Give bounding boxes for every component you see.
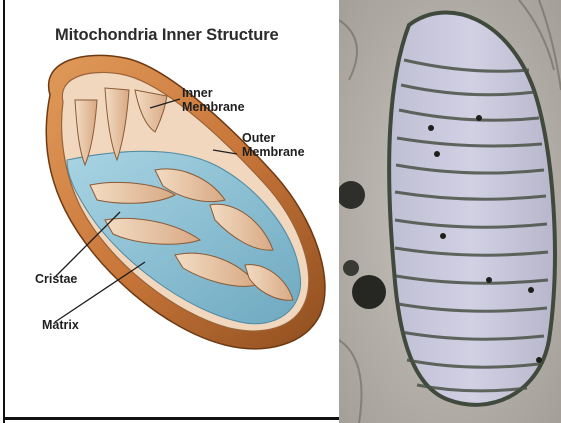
electron-micrograph-image: [339, 0, 561, 423]
mitochondria-illustration-panel: Mitochondria Inner Structure Inner Membr…: [5, 0, 338, 417]
label-cristae: Cristae: [35, 272, 77, 286]
dense-granule: [343, 260, 359, 276]
label-outer-membrane-line2: Membrane: [242, 145, 305, 159]
illustration-title: Mitochondria Inner Structure: [55, 26, 279, 45]
label-matrix: Matrix: [42, 318, 79, 332]
frame-border-bottom: [3, 417, 339, 420]
electron-micrograph-panel: [339, 0, 561, 423]
label-inner-membrane-line1: Inner: [182, 86, 245, 100]
mitochondrion-cutaway-illustration: [5, 0, 338, 417]
label-outer-membrane-line1: Outer: [242, 131, 305, 145]
dense-granule: [352, 275, 386, 309]
label-inner-membrane-line2: Membrane: [182, 100, 245, 114]
label-inner-membrane: Inner Membrane: [182, 86, 245, 114]
label-outer-membrane: Outer Membrane: [242, 131, 305, 159]
